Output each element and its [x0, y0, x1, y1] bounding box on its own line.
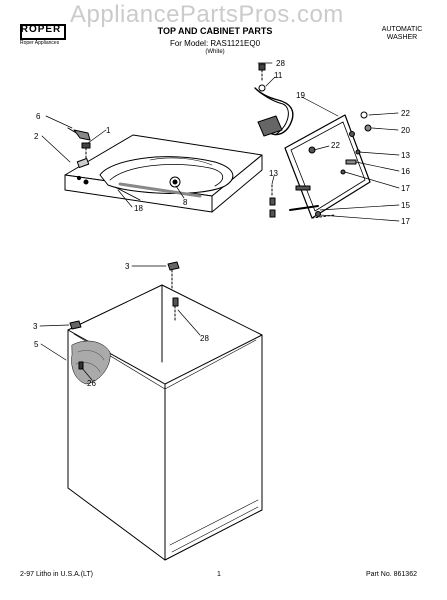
callout-17a: 17 — [401, 184, 410, 193]
cabinet-clips — [69, 261, 180, 370]
lid-switch-harness — [254, 63, 294, 137]
callout-16: 16 — [401, 167, 410, 176]
product-type-line1: AUTOMATIC — [381, 26, 423, 33]
callout-8: 8 — [183, 198, 188, 207]
callout-22b: 22 — [331, 141, 340, 150]
cabinet — [67, 284, 263, 561]
brand-tagline: Roper Appliances — [20, 40, 60, 46]
product-type: AUTOMATIC WASHER — [372, 26, 432, 42]
callout-6: 6 — [36, 112, 41, 121]
callout-17b: 17 — [401, 217, 410, 226]
footer-part-number: Part No. 861362 — [366, 571, 417, 578]
callout-19: 19 — [296, 91, 305, 100]
brand-logo — [20, 24, 66, 40]
callout-22a: 22 — [401, 109, 410, 118]
product-type-line2: WASHER — [386, 34, 418, 41]
callout-26: 26 — [87, 379, 96, 388]
footer-page-number: 1 — [217, 571, 221, 578]
model-number: For Model: RAS1121EQ0 — [169, 39, 261, 48]
brand-logo-text: ROPER — [20, 24, 62, 35]
color-label: (White) — [205, 49, 225, 55]
callout-20: 20 — [401, 126, 410, 135]
callout-28-top: 28 — [276, 59, 285, 68]
callout-15: 15 — [401, 201, 410, 210]
footer-litho: 2-97 Litho in U.S.A.(LT) — [20, 571, 94, 578]
washer-top-panel — [64, 134, 263, 213]
callout-labels: 28 11 19 22 20 22 13 16 17 15 17 13 6 1 … — [33, 59, 410, 388]
callout-18: 18 — [134, 204, 143, 213]
leader-lines — [39, 62, 400, 381]
callout-11: 11 — [274, 71, 283, 80]
callout-2: 2 — [34, 132, 39, 141]
callout-1: 1 — [106, 126, 111, 135]
part-8-clip — [169, 176, 181, 188]
callout-28-mid: 28 — [200, 334, 209, 343]
callout-13b: 13 — [269, 169, 278, 178]
callout-5: 5 — [34, 340, 39, 349]
console-panel — [269, 111, 372, 219]
callout-3a: 3 — [125, 262, 130, 271]
watermark-text: AppliancePartsPros.com — [70, 1, 344, 28]
callout-13a: 13 — [401, 151, 410, 160]
callout-3b: 3 — [33, 322, 38, 331]
hinge-parts — [67, 127, 91, 161]
diagram-title: TOP AND CABINET PARTS — [157, 26, 273, 36]
